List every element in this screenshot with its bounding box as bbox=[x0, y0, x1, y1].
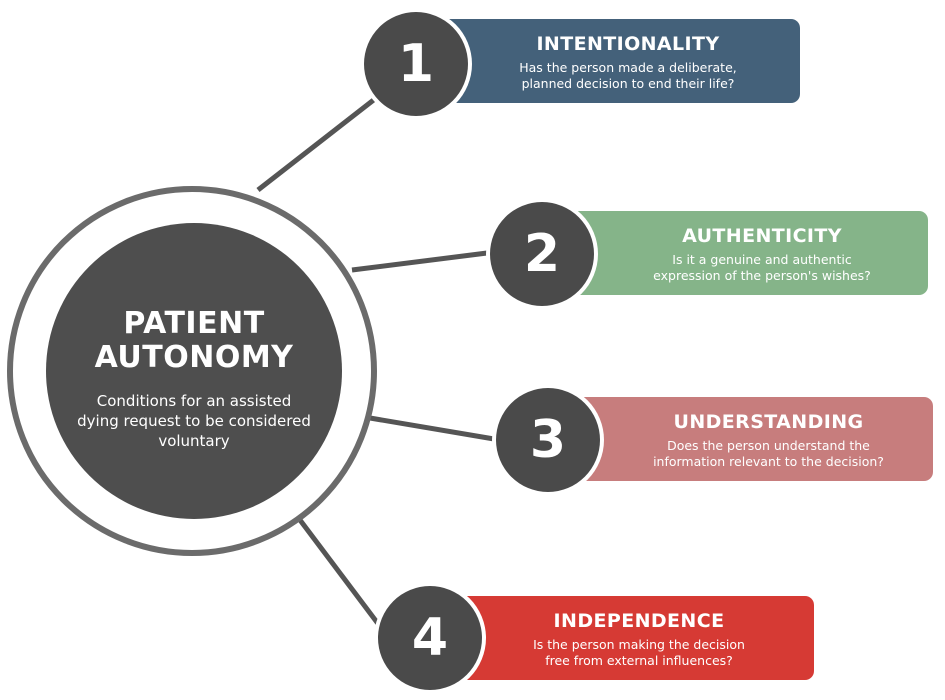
card-independence: INDEPENDENCE Is the person making the de… bbox=[428, 596, 814, 680]
card-desc-line1: Is it a genuine and authentic bbox=[672, 252, 852, 267]
card-title: INTENTIONALITY bbox=[536, 33, 720, 55]
number-badge-4: 4 bbox=[378, 586, 482, 690]
connector-2 bbox=[351, 249, 496, 273]
connector-3 bbox=[369, 415, 501, 443]
card-understanding: UNDERSTANDING Does the person understand… bbox=[568, 397, 933, 481]
card-intentionality: INTENTIONALITY Has the person made a del… bbox=[420, 19, 800, 103]
card-desc-line2: expression of the person's wishes? bbox=[653, 268, 871, 283]
hub-title: PATIENT AUTONOMY bbox=[46, 307, 342, 375]
card-desc-line2: free from external influences? bbox=[545, 653, 733, 668]
hub-title-line1: PATIENT bbox=[123, 306, 265, 341]
connector-4 bbox=[298, 518, 387, 635]
card-title: INDEPENDENCE bbox=[553, 610, 725, 632]
hub-title-line2: AUTONOMY bbox=[94, 340, 294, 375]
card-title: AUTHENTICITY bbox=[682, 225, 842, 247]
hub-circle: PATIENT AUTONOMY Conditions for an assis… bbox=[46, 223, 342, 519]
number-badge-3: 3 bbox=[496, 388, 600, 492]
card-description: Has the person made a deliberate, planne… bbox=[466, 60, 790, 92]
card-desc-line2: planned decision to end their life? bbox=[521, 76, 735, 91]
connector-1 bbox=[256, 93, 382, 192]
card-desc-line2: information relevant to the decision? bbox=[653, 454, 884, 469]
card-description: Is it a genuine and authentic expression… bbox=[606, 252, 918, 284]
card-title: UNDERSTANDING bbox=[673, 411, 864, 433]
card-desc-line1: Is the person making the decision bbox=[533, 637, 745, 652]
number-badge-1: 1 bbox=[364, 12, 468, 116]
card-authenticity: AUTHENTICITY Is it a genuine and authent… bbox=[560, 211, 928, 295]
card-description: Is the person making the decision free f… bbox=[474, 637, 804, 669]
card-description: Does the person understand the informati… bbox=[614, 438, 923, 470]
number-badge-2: 2 bbox=[490, 202, 594, 306]
hub-subtitle: Conditions for an assisted dying request… bbox=[77, 392, 311, 450]
card-desc-line1: Has the person made a deliberate, bbox=[519, 60, 737, 75]
card-desc-line1: Does the person understand the bbox=[667, 438, 870, 453]
